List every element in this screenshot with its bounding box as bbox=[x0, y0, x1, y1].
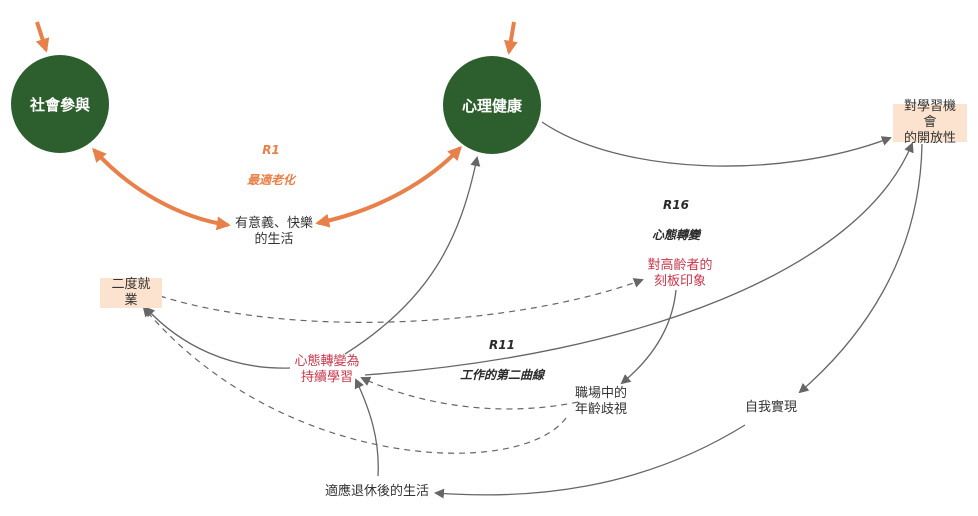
node-adapt-retirement: 適應退休後的生活 bbox=[324, 484, 430, 499]
node-social-participation: 社會參與 bbox=[11, 55, 109, 153]
link-retire-mindset bbox=[354, 378, 379, 477]
node-elderly-stereotype: 對高齡者的 刻板印象 bbox=[647, 258, 713, 289]
loop-label-r11: R11 工作的第二曲線 bbox=[460, 323, 544, 398]
node-meaningful-life: 有意義、快樂 的生活 bbox=[234, 216, 314, 247]
node-reemployment: 二度就業 bbox=[100, 277, 162, 308]
link-mental-openness bbox=[541, 121, 892, 167]
node-openness-label: 對學習機會 的開放性 bbox=[903, 99, 956, 146]
node-mental-health-label: 心理健康 bbox=[461, 96, 522, 115]
link-openness-selfreal bbox=[798, 143, 923, 394]
link-social-meaningful bbox=[92, 147, 231, 231]
link-meaningful-mental bbox=[315, 145, 462, 228]
node-openness-to-learning: 對學習機會 的開放性 bbox=[893, 99, 967, 146]
loop-r16-name: 心態轉變 bbox=[651, 228, 701, 242]
link-mindset-openness bbox=[364, 142, 914, 376]
link-selfreal-retire bbox=[434, 424, 746, 499]
loop-r11-name: 工作的第二曲線 bbox=[459, 368, 545, 382]
link-ageism-reemploy bbox=[142, 306, 567, 454]
node-self-realization: 自我實現 bbox=[744, 400, 798, 415]
link-mindset-reemploy bbox=[144, 306, 291, 369]
loop-r1-id: R1 bbox=[262, 143, 280, 157]
loop-r1-name: 最適老化 bbox=[246, 173, 296, 187]
link-mindset-mental bbox=[344, 156, 481, 355]
loop-r16-id: R16 bbox=[663, 198, 689, 212]
node-mental-health: 心理健康 bbox=[443, 56, 541, 154]
inflow-arrow-mental bbox=[503, 21, 518, 55]
node-reemployment-label: 二度就業 bbox=[111, 277, 151, 308]
inflow-arrow-social bbox=[35, 21, 50, 53]
loop-label-r1: R1 最適老化 bbox=[247, 128, 295, 203]
link-reemploy-stereotype bbox=[159, 278, 644, 323]
loop-label-r16: R16 心態轉變 bbox=[652, 183, 700, 258]
loop-r11-id: R11 bbox=[489, 338, 515, 352]
link-stereotype-ageism bbox=[620, 289, 677, 385]
node-workplace-ageism: 職場中的 年齡歧視 bbox=[574, 386, 628, 417]
node-social-participation-label: 社會參與 bbox=[29, 95, 90, 114]
node-mindset-change: 心態轉變為 持續學習 bbox=[294, 354, 360, 385]
